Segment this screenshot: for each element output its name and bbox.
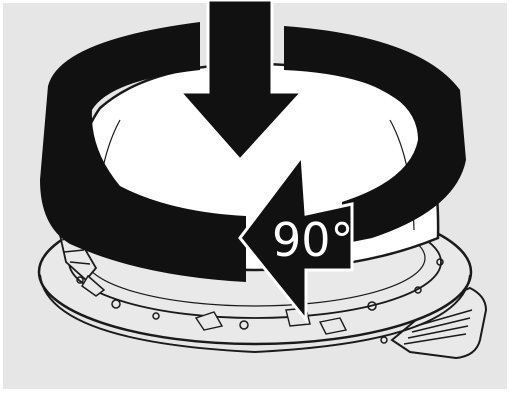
rotation-angle-label: 90° (272, 213, 354, 267)
